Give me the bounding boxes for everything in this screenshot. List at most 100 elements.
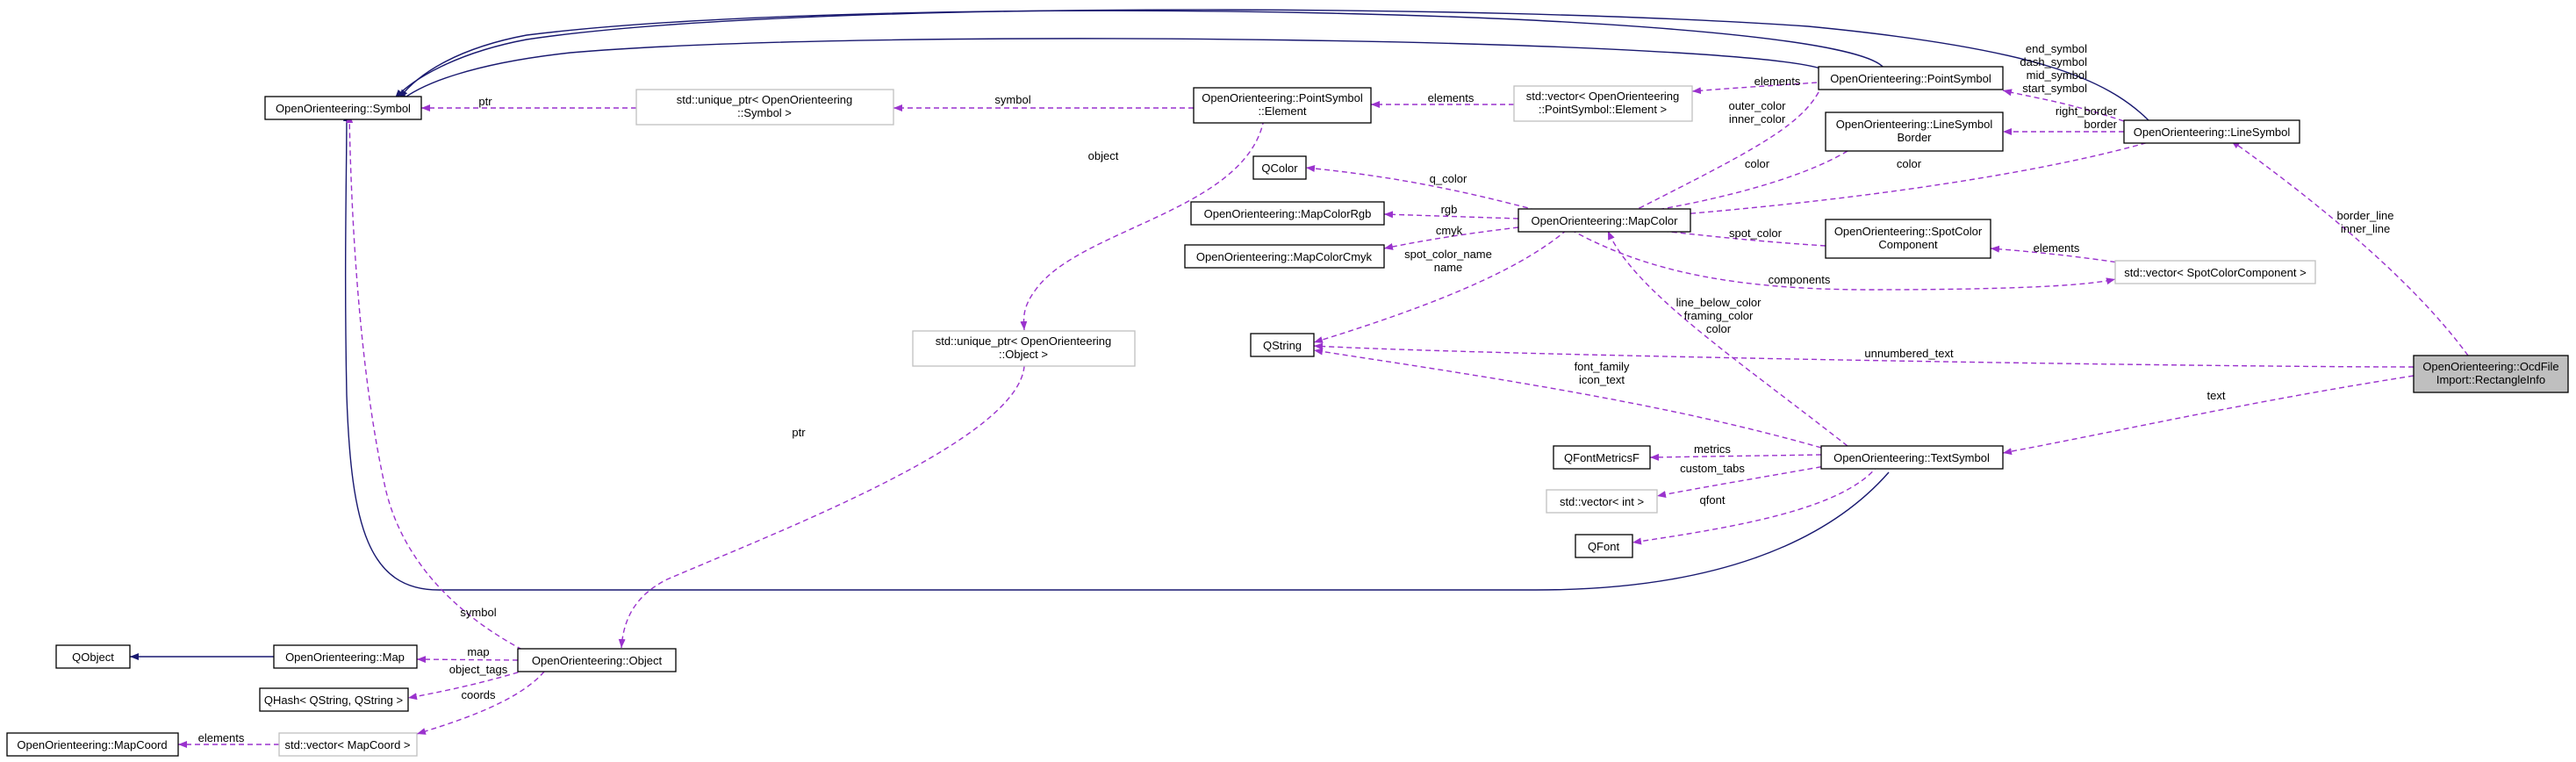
edge-ocd-qstring: [1313, 342, 2415, 368]
svg-text:std::unique_ptr< OpenOrienteer: std::unique_ptr< OpenOrienteering::Symbo…: [677, 93, 853, 119]
label-cmyk: cmyk: [1436, 224, 1463, 237]
node-symbol[interactable]: OpenOrienteering::Symbol: [264, 96, 422, 120]
label-color-a: color: [1745, 157, 1770, 170]
edge-element-uptr-object: [1020, 119, 1265, 331]
svg-text:std::vector< MapCoord >: std::vector< MapCoord >: [284, 738, 410, 751]
node-vector-int[interactable]: std::vector< int >: [1546, 489, 1658, 514]
label-object-a: object: [1088, 149, 1119, 162]
label-ptr-symbol: ptr: [478, 95, 492, 108]
svg-text:OpenOrienteering::PointSymbol: OpenOrienteering::PointSymbol: [1830, 72, 1991, 85]
label-color-b: color: [1897, 157, 1922, 170]
svg-text:OpenOrienteering::PointSymbol:: OpenOrienteering::PointSymbol::Element: [1202, 91, 1363, 118]
inherit-linesymbol-symbol: [394, 9, 2149, 121]
label-spot-color: spot_color: [1729, 226, 1783, 240]
svg-text:OpenOrienteering::MapColorRgb: OpenOrienteering::MapColorRgb: [1204, 207, 1372, 220]
node-qstring[interactable]: QString: [1250, 333, 1315, 357]
label-symbol-b: symbol: [460, 606, 496, 619]
svg-text:OpenOrienteering::SpotColorCom: OpenOrienteering::SpotColorComponent: [1834, 225, 1983, 251]
edge-pointsymbol-vec-element: [1691, 82, 1818, 95]
node-pointsymbol[interactable]: OpenOrienteering::PointSymbol: [1818, 66, 2004, 90]
label-elements-spot: elements: [2034, 241, 2080, 255]
label-elements-b: elements: [1754, 75, 1801, 88]
svg-text:OpenOrienteering::Map: OpenOrienteering::Map: [285, 651, 405, 664]
edge-object-qhash: [407, 669, 527, 701]
edge-textsymbol-vecint: [1656, 464, 1831, 499]
label-text: text: [2207, 389, 2226, 402]
edge-ocd-textsymbol: [2002, 375, 2415, 456]
nodes: OpenOrienteering::Symbol std::unique_ptr…: [6, 66, 2569, 757]
label-unnumbered: unnumbered_text: [1864, 347, 1954, 360]
label-qfont: qfont: [1700, 493, 1726, 507]
edge-border-mapcolor: [1625, 150, 1848, 218]
node-mapcolorcmyk[interactable]: OpenOrienteering::MapColorCmyk: [1184, 244, 1385, 269]
svg-text:QFontMetricsF: QFontMetricsF: [1564, 451, 1640, 464]
svg-text:OpenOrienteering::MapColorCmyk: OpenOrienteering::MapColorCmyk: [1196, 250, 1373, 263]
inherit-pointsymbol-symbol: [398, 10, 1886, 99]
node-qcolor[interactable]: QColor: [1252, 155, 1307, 180]
node-qhash[interactable]: QHash< QString, QString >: [259, 687, 409, 712]
svg-text:OpenOrienteering::Object: OpenOrienteering::Object: [532, 654, 663, 667]
node-qfontmetricsf[interactable]: QFontMetricsF: [1553, 445, 1651, 470]
edge-mapcolor-qcolor: [1305, 164, 1546, 213]
edge-ocd-linesymbol: [2230, 140, 2469, 356]
edge-textsymbol-metrics: [1649, 453, 1822, 461]
svg-text:QFont: QFont: [1588, 540, 1620, 553]
label-object-tags: object_tags: [449, 663, 508, 676]
node-mapcolorrgb[interactable]: OpenOrienteering::MapColorRgb: [1190, 201, 1385, 226]
edge-linesymbol-pointsymbol: [2002, 89, 2125, 122]
node-textsymbol[interactable]: OpenOrienteering::TextSymbol: [1820, 445, 2004, 470]
svg-text:std::vector< OpenOrienteering:: std::vector< OpenOrienteering::PointSymb…: [1526, 90, 1680, 116]
edge-labels: ptr symbol elements elements object ptr …: [198, 42, 2394, 744]
edge-uptr-object-object: [618, 365, 1025, 649]
edges: [130, 9, 2469, 748]
edge-textsymbol-qstring: [1313, 348, 1822, 449]
edge-object-symbol: [346, 113, 523, 651]
edge-object-map: [416, 656, 519, 664]
svg-text:OpenOrienteering::MapCoord: OpenOrienteering::MapCoord: [17, 738, 167, 751]
label-symbol-a: symbol: [994, 93, 1030, 106]
node-linesymbol[interactable]: OpenOrienteering::LineSymbol: [2123, 119, 2300, 144]
node-pointsymbol-element[interactable]: OpenOrienteering::PointSymbol::Element: [1193, 87, 1372, 124]
inherit-pointsymbol-symbol-2: [398, 38, 1826, 103]
label-elements-a: elements: [1428, 91, 1475, 104]
label-q-color: q_color: [1430, 172, 1467, 185]
edge-mapcolor-vecspot: [1570, 229, 2116, 291]
label-elements-c: elements: [198, 731, 245, 744]
node-qfont[interactable]: QFont: [1575, 534, 1633, 558]
svg-text:QObject: QObject: [72, 651, 114, 664]
label-map: map: [467, 645, 489, 658]
edge-textsymbol-qfont: [1632, 464, 1879, 545]
label-coords: coords: [461, 688, 496, 701]
svg-text:QString: QString: [1263, 339, 1302, 352]
svg-text:std::vector< SpotColorComponen: std::vector< SpotColorComponent >: [2124, 266, 2306, 279]
node-mapcolor[interactable]: OpenOrienteering::MapColor: [1518, 208, 1691, 233]
label-components: components: [1769, 273, 1831, 286]
inherit-textsymbol-symbol: [342, 111, 1890, 591]
node-map[interactable]: OpenOrienteering::Map: [273, 644, 418, 669]
label-rgb: rgb: [1441, 203, 1458, 216]
svg-text:std::unique_ptr< OpenOrienteer: std::unique_ptr< OpenOrienteering::Objec…: [936, 334, 1112, 361]
edge-textsymbol-mapcolor: [1607, 230, 1848, 447]
node-unique-ptr-symbol[interactable]: std::unique_ptr< OpenOrienteering::Symbo…: [635, 89, 894, 126]
svg-text:QHash< QString, QString >: QHash< QString, QString >: [264, 694, 403, 707]
edge-object-vecmapcoord: [416, 671, 545, 735]
edge-linesymbol-mapcolor: [1625, 140, 2156, 222]
node-unique-ptr-object[interactable]: std::unique_ptr< OpenOrienteering::Objec…: [912, 330, 1136, 367]
node-object[interactable]: OpenOrienteering::Object: [517, 648, 677, 672]
node-qobject[interactable]: QObject: [55, 644, 131, 669]
node-mapcoord[interactable]: OpenOrienteering::MapCoord: [6, 732, 179, 757]
node-vector-spotcolorcomponent[interactable]: std::vector< SpotColorComponent >: [2114, 260, 2316, 284]
node-vector-pointsymbol-element[interactable]: std::vector< OpenOrienteering::PointSymb…: [1513, 85, 1693, 122]
node-vector-mapcoord[interactable]: std::vector< MapCoord >: [278, 732, 418, 757]
svg-text:OpenOrienteering::MapColor: OpenOrienteering::MapColor: [1532, 214, 1679, 227]
svg-text:OpenOrienteering::Symbol: OpenOrienteering::Symbol: [276, 102, 411, 115]
